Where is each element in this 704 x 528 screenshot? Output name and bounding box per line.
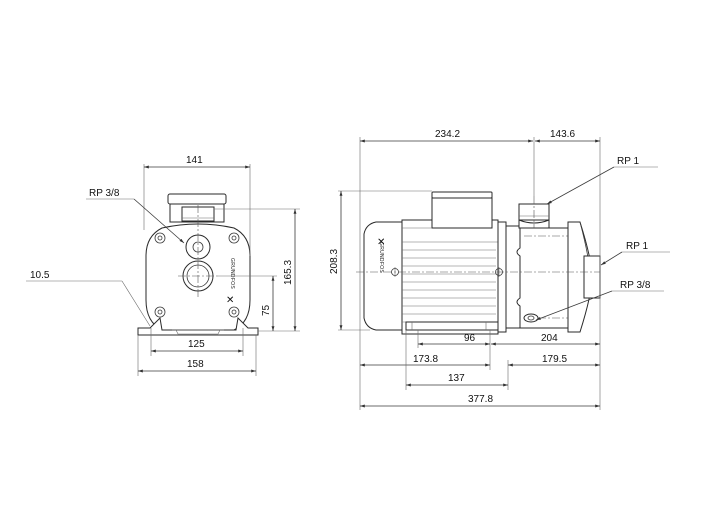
dim-foot-spacing-inner: 96: [417, 330, 491, 370]
ports-front: [178, 205, 218, 298]
pump-head: [505, 203, 601, 333]
label-rp-3-8-front: RP 3/8: [89, 188, 120, 199]
side-view: GRUNDFOS ✕ 234.2 143.6 208.3 96: [329, 129, 670, 410]
label-173-8: 173.8: [413, 354, 438, 365]
label-rp-3-8-side: RP 3/8: [620, 280, 651, 291]
dim-overall-height: 208.3: [329, 190, 432, 331]
terminal-box: [167, 193, 227, 223]
label-96: 96: [464, 333, 476, 344]
dim-height-to-top: 165.3: [214, 208, 300, 332]
feet-front: [137, 316, 259, 336]
bolt-holes: [154, 232, 240, 318]
dim-outlet-to-end: 204: [491, 333, 600, 346]
callout-inlet: RP 1: [600, 241, 670, 266]
label-165-3: 165.3: [283, 260, 294, 285]
label-179-5: 179.5: [542, 354, 567, 365]
label-158: 158: [187, 359, 204, 370]
dim-foot-hole-spacing: 125: [150, 328, 244, 356]
grundfos-x-front: ✕: [226, 295, 234, 306]
dim-shaft-height: 75: [218, 275, 277, 331]
label-10-5: 10.5: [30, 270, 50, 281]
label-125: 125: [188, 339, 205, 350]
label-208-3: 208.3: [329, 249, 340, 274]
dim-overall-width: 141: [143, 155, 251, 256]
motor-end-cap: [363, 221, 403, 331]
callout-drain-front: RP 3/8: [86, 188, 185, 244]
dim-motor-to-pump-flange: 173.8: [360, 354, 490, 367]
label-rp-1-outlet: RP 1: [617, 156, 639, 167]
label-75: 75: [261, 304, 272, 316]
dim-pump-flange-to-end: 179.5: [507, 354, 600, 390]
label-234-2: 234.2: [435, 129, 460, 140]
feet-side: [405, 321, 499, 331]
label-rp-1-inlet: RP 1: [626, 241, 648, 252]
dim-foot-width: 158: [137, 335, 257, 376]
brand-mark-front: GRUNDFOS: [229, 258, 235, 289]
dim-pump-head-length: 143.6: [535, 129, 600, 143]
label-137: 137: [448, 373, 465, 384]
label-204: 204: [541, 333, 558, 344]
dim-foot-spacing: 137: [405, 330, 508, 390]
label-377-8: 377.8: [468, 394, 493, 405]
callout-foot-offset: 10.5: [26, 270, 151, 327]
label-141: 141: [186, 155, 203, 166]
label-143-6: 143.6: [550, 129, 575, 140]
dim-overall-length: 377.8: [360, 394, 600, 408]
terminal-box-side: [402, 191, 493, 229]
front-view: GRUNDFOS ✕ 141 165.3 75 125: [26, 155, 300, 376]
brand-mark-side: GRUNDFOS: [378, 242, 384, 273]
motor-body: [401, 219, 499, 335]
callout-outlet: RP 1: [546, 156, 658, 205]
callout-drain-side: RP 3/8: [535, 280, 664, 321]
grundfos-x-side: ✕: [377, 237, 385, 248]
